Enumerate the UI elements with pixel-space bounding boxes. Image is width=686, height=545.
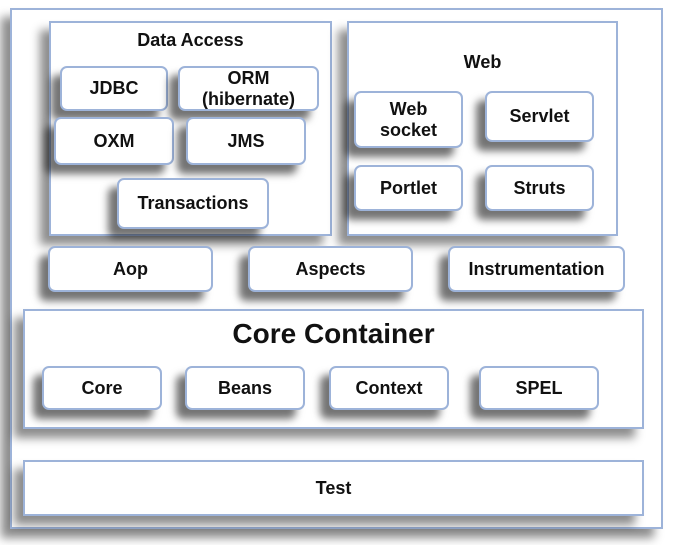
struts-box: Struts xyxy=(485,165,594,211)
aop-label: Aop xyxy=(113,258,148,279)
orm-hibernate-box: ORM (hibernate) xyxy=(178,66,319,111)
portlet-box: Portlet xyxy=(354,165,463,211)
data-access-title: Data Access xyxy=(137,30,244,50)
jms-label: JMS xyxy=(227,130,265,151)
servlet-box: Servlet xyxy=(485,91,594,142)
instrumentation-box: Instrumentation xyxy=(448,246,625,292)
struts-label: Struts xyxy=(513,177,566,198)
context-box: Context xyxy=(329,366,449,410)
beans-label: Beans xyxy=(217,377,273,398)
core-box: Core xyxy=(42,366,162,410)
aop-box: Aop xyxy=(48,246,213,292)
test-label: Test xyxy=(315,477,352,498)
web-title: Web xyxy=(463,52,502,72)
aspects-box: Aspects xyxy=(248,246,413,292)
transactions-label: Transactions xyxy=(137,193,249,213)
core-container-title: Core Container xyxy=(232,318,435,349)
jdbc-label: JDBC xyxy=(89,78,139,98)
test-box: Test xyxy=(23,460,644,516)
transactions-box: Transactions xyxy=(117,178,269,229)
aspects-label: Aspects xyxy=(295,258,366,279)
spel-box: SPEL xyxy=(479,366,599,410)
websocket-box: Web socket xyxy=(354,91,463,148)
core-label: Core xyxy=(81,377,123,398)
jdbc-box: JDBC xyxy=(60,66,168,111)
jms-box: JMS xyxy=(186,117,306,165)
context-label: Context xyxy=(355,377,423,398)
instrumentation-label: Instrumentation xyxy=(468,258,605,279)
portlet-label: Portlet xyxy=(379,177,437,198)
websocket-label-line2: socket xyxy=(379,119,438,140)
spel-label: SPEL xyxy=(515,377,563,398)
servlet-label: Servlet xyxy=(509,106,570,126)
orm-label: ORM xyxy=(227,67,270,88)
oxm-label: OXM xyxy=(93,130,135,151)
hibernate-label: (hibernate) xyxy=(201,88,295,109)
websocket-label-line1: Web xyxy=(389,98,428,119)
beans-box: Beans xyxy=(185,366,305,410)
oxm-box: OXM xyxy=(54,117,174,165)
